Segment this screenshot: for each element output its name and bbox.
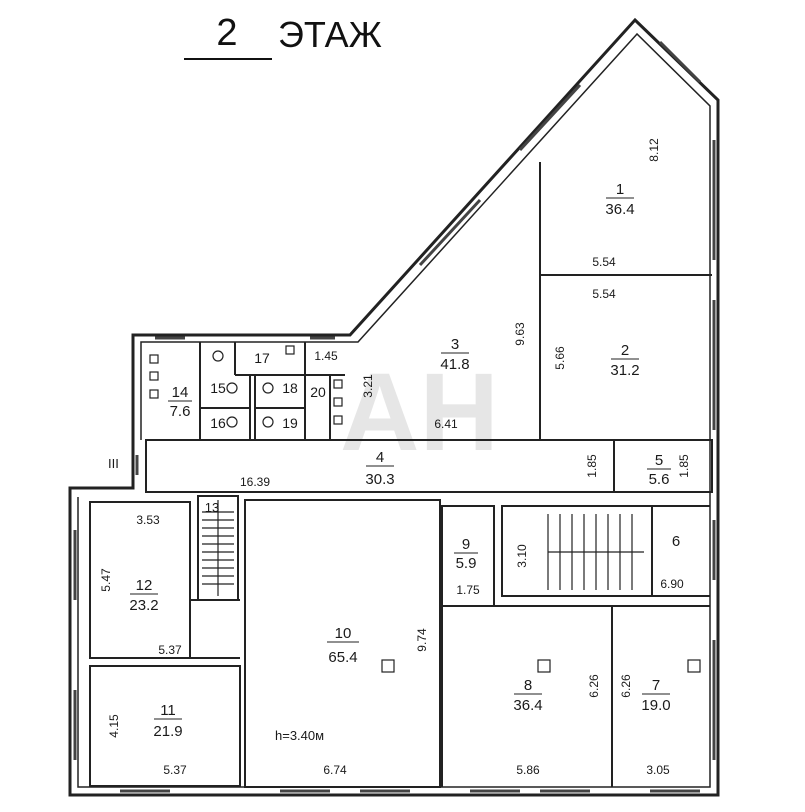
- label-15: 15: [210, 380, 226, 396]
- title-floor-word: ЭТАЖ: [278, 14, 382, 55]
- room-labels: 1 36.4 2 31.2 3 41.8 4 30.3 5 5.6 6 7 19…: [129, 181, 680, 740]
- section-mark: III: [108, 456, 119, 471]
- dim-5-47: 5.47: [99, 568, 113, 592]
- dim-9-63: 9.63: [513, 322, 527, 346]
- dim-3-53: 3.53: [136, 513, 160, 527]
- room-8-area: 36.4: [513, 697, 542, 714]
- dim-5-37-bottom: 5.37: [163, 763, 187, 777]
- room-2-area: 31.2: [610, 362, 639, 379]
- dim-5-66: 5.66: [553, 346, 567, 370]
- title-underline: [184, 58, 272, 60]
- room-12-number: 12: [136, 577, 153, 594]
- room-14-number: 14: [172, 384, 189, 401]
- dim-1-85-right: 1.85: [677, 454, 691, 478]
- small-room-labels: 13 15 16 17 18 19 20: [205, 350, 326, 515]
- room-7-area: 19.0: [641, 697, 670, 714]
- room-1-area: 36.4: [605, 201, 634, 218]
- room-5-number: 5: [655, 452, 663, 469]
- room-10-area: 65.4: [328, 649, 357, 666]
- dim-9-74: 9.74: [415, 628, 429, 652]
- watermark: АН: [340, 351, 499, 474]
- dim-3-05: 3.05: [646, 763, 670, 777]
- dim-1-75: 1.75: [456, 583, 480, 597]
- room-9-number: 9: [462, 536, 470, 553]
- room-4-number: 4: [376, 449, 384, 466]
- dim-6-74: 6.74: [323, 763, 347, 777]
- room-3-number: 3: [451, 336, 459, 353]
- dim-4-15: 4.15: [107, 714, 121, 738]
- dim-5-54-bottom: 5.54: [592, 287, 616, 301]
- room-10-number: 10: [335, 625, 352, 642]
- dim-1-85-left: 1.85: [585, 454, 599, 478]
- label-16: 16: [210, 415, 226, 431]
- room-2-number: 2: [621, 342, 629, 359]
- dim-5-37-top: 5.37: [158, 643, 182, 657]
- label-19: 19: [282, 415, 298, 431]
- room-5-area: 5.6: [649, 471, 670, 488]
- label-13: 13: [205, 500, 219, 515]
- label-17: 17: [254, 350, 270, 366]
- ceiling-height: h=3.40м: [275, 728, 324, 743]
- dim-8-12: 8.12: [647, 138, 661, 162]
- windows: [73, 40, 716, 793]
- room-12-area: 23.2: [129, 597, 158, 614]
- dim-6-41: 6.41: [434, 417, 458, 431]
- room-11-area: 21.9: [153, 723, 182, 740]
- dim-3-10: 3.10: [515, 544, 529, 568]
- dim-1-45: 1.45: [314, 349, 338, 363]
- stair-6-treads: [547, 514, 644, 590]
- wc-fixtures: [149, 345, 701, 673]
- label-18: 18: [282, 380, 298, 396]
- dim-3-21: 3.21: [361, 374, 375, 398]
- room-3-area: 41.8: [440, 356, 469, 373]
- room-1-number: 1: [616, 181, 624, 198]
- walls: [68, 17, 720, 797]
- dim-16-39: 16.39: [240, 475, 270, 489]
- dim-5-54-top: 5.54: [592, 255, 616, 269]
- dim-6-26-left: 6.26: [587, 674, 601, 698]
- room-6-number: 6: [672, 533, 680, 550]
- room-8-number: 8: [524, 677, 532, 694]
- dim-6-26-right: 6.26: [619, 674, 633, 698]
- room-14-area: 7.6: [170, 403, 191, 420]
- room-9-area: 5.9: [456, 555, 477, 572]
- room-7-number: 7: [652, 677, 660, 694]
- room-4-area: 30.3: [365, 471, 394, 488]
- dim-6-90: 6.90: [660, 577, 684, 591]
- stair-13-treads: [202, 500, 234, 596]
- dimensions: 8.12 5.54 5.54 9.63 5.66 3.21 6.41 1.45 …: [99, 138, 691, 777]
- label-20: 20: [310, 384, 326, 400]
- dim-5-86: 5.86: [516, 763, 540, 777]
- room-11-number: 11: [160, 702, 176, 719]
- title-number: 2: [216, 12, 238, 54]
